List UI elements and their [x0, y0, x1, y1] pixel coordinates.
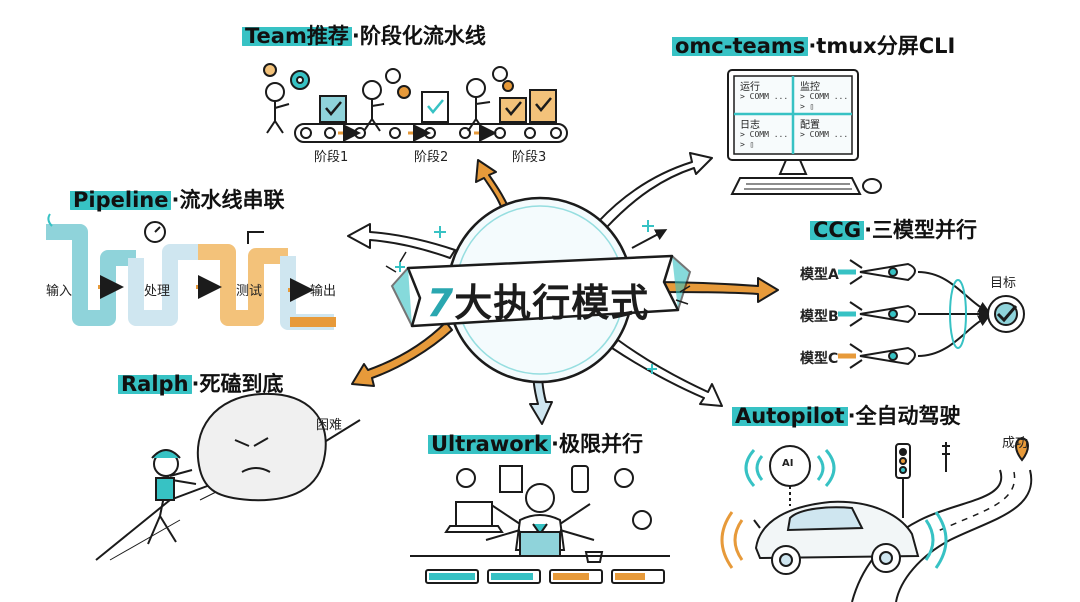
omc-prompt-3: > ▯: [800, 102, 815, 111]
omc-prompt-5: > ▯: [740, 140, 755, 149]
omc-pane-monitor: 监控: [800, 82, 820, 93]
hub-text: 大执行模式: [454, 281, 650, 325]
ccg-model-b: 模型B: [800, 309, 839, 325]
pipeline-step-output: 输出: [310, 284, 337, 299]
ccg-target: 目标: [990, 276, 1017, 291]
ccg-name: CCG: [810, 218, 865, 242]
hub-title: 7大执行模式: [418, 272, 658, 327]
autopilot-car-badge: AI: [782, 458, 794, 469]
pipeline-desc: 流水线串联: [179, 188, 285, 212]
autopilot-heading: Autopilot·全自动驾驶: [728, 402, 967, 430]
ralph-obstacle: 困难: [316, 418, 343, 433]
team-stage-2: 阶段2: [414, 150, 449, 165]
omc-heading: omc-teams·tmux分屏CLI: [668, 32, 961, 60]
ralph-heading: Ralph·死磕到底: [114, 370, 290, 398]
hub-number: 7: [426, 281, 455, 325]
autopilot-goal: 成功: [1002, 436, 1029, 451]
team-stage-3: 阶段3: [512, 150, 547, 165]
team-name: Team推荐: [242, 24, 352, 48]
omc-pane-config: 配置: [800, 120, 820, 131]
omc-pane-run: 运行: [740, 82, 760, 93]
pipeline-heading: Pipeline·流水线串联: [66, 186, 290, 214]
team-desc: 阶段化流水线: [359, 24, 486, 48]
ultrawork-heading: Ultrawork·极限并行: [424, 430, 649, 458]
sparkles: [395, 220, 657, 374]
ccg-desc: 三模型并行: [872, 218, 978, 242]
autopilot-desc: 全自动驾驶: [855, 404, 961, 428]
hub-arrows: [347, 152, 779, 425]
ultrawork-scene: [410, 465, 670, 584]
omc-prompt-1: > COMM ...: [740, 92, 789, 101]
team-conveyor: [263, 63, 568, 143]
ralph-name: Ralph: [118, 372, 192, 396]
omc-monitor: [727, 69, 882, 195]
omc-desc: tmux分屏CLI: [816, 34, 956, 58]
omc-prompt-4: > COMM ...: [740, 130, 789, 139]
hub: [385, 196, 692, 384]
team-stage-1: 阶段1: [314, 150, 349, 165]
ralph-desc: 死磕到底: [199, 372, 284, 396]
ultrawork-desc: 极限并行: [558, 432, 643, 456]
pipeline-step-test: 测试: [236, 284, 263, 299]
omc-prompt-2: > COMM ...: [800, 92, 849, 101]
ultrawork-name: Ultrawork: [428, 432, 551, 456]
ccg-model-a: 模型A: [800, 267, 839, 283]
ccg-rockets: [838, 259, 1025, 369]
pipeline-step-input: 输入: [46, 284, 73, 299]
autopilot-scene: [720, 436, 1033, 602]
ccg-model-c: 模型C: [800, 351, 839, 367]
omc-pane-log: 日志: [740, 120, 760, 131]
ccg-heading: CCG·三模型并行: [806, 216, 983, 244]
team-heading: Team推荐·阶段化流水线: [238, 22, 492, 50]
omc-name: omc-teams: [672, 34, 809, 58]
pipeline-pipes: [46, 213, 336, 330]
ralph-scene: [95, 392, 361, 561]
pipeline-name: Pipeline: [70, 188, 172, 212]
omc-prompt-6: > COMM ...: [800, 130, 849, 139]
pipeline-step-process: 处理: [144, 284, 171, 299]
autopilot-name: Autopilot: [732, 404, 848, 428]
